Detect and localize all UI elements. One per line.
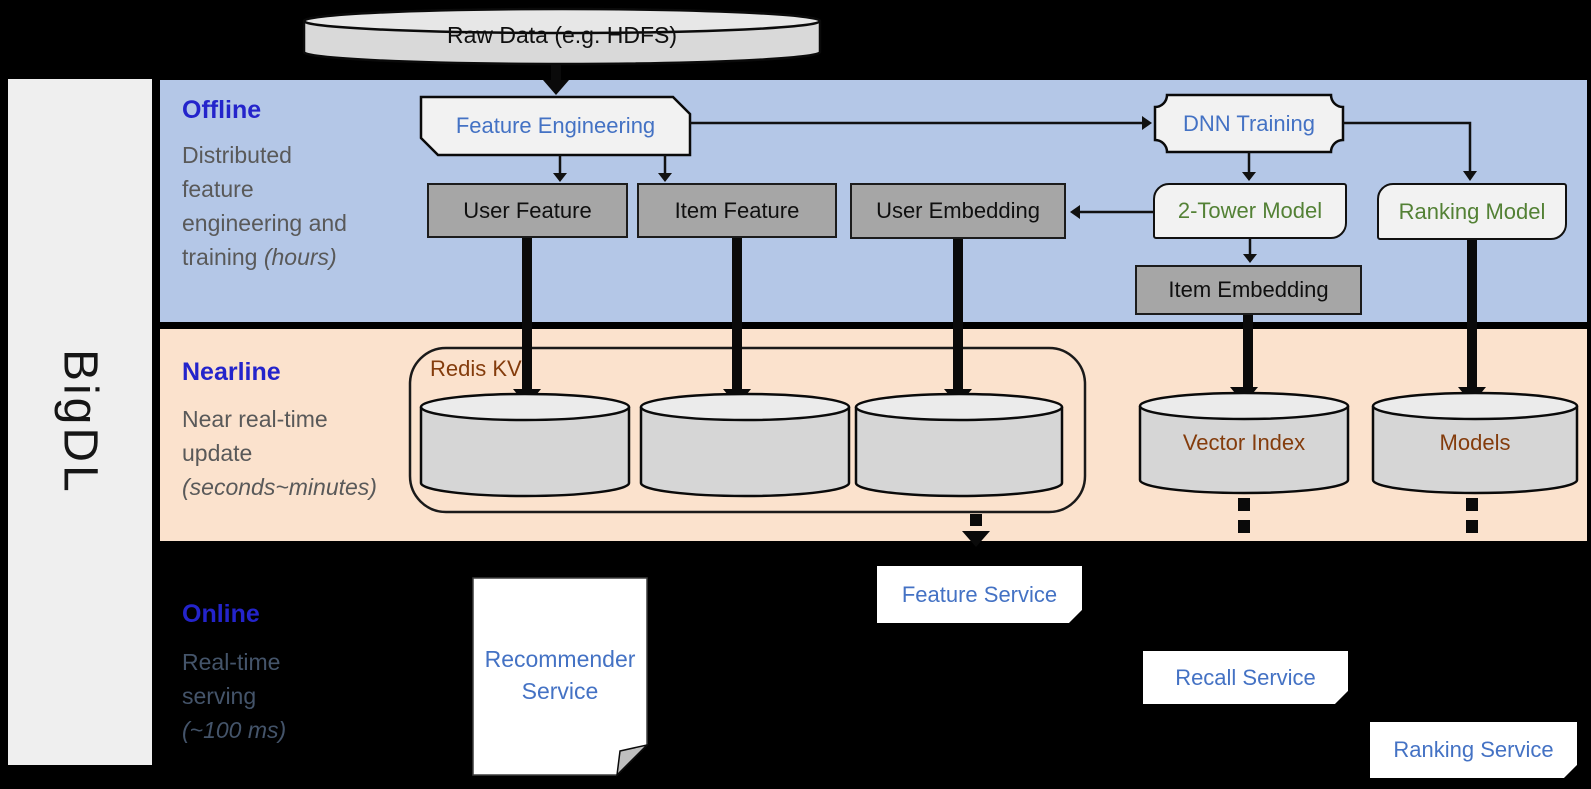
ranking-service-label: Ranking Service (1393, 737, 1554, 762)
item-feature-label: Item Feature (674, 197, 800, 223)
feature-engineering-label: Feature Engineering (455, 113, 656, 138)
models-label: Models (1439, 430, 1511, 455)
two-tower-model-node: 2-Tower Model (1153, 183, 1347, 239)
raw-data-cylinder (302, 7, 822, 66)
redis-kv-label: Redis KV (430, 356, 522, 381)
redis-cylinder-1 (419, 392, 631, 498)
ranking-service-node: Ranking Service (1370, 722, 1577, 778)
user-embedding-node: User Embedding (850, 183, 1066, 239)
thin-arrows (553, 116, 1477, 263)
online-section-desc: Real-time serving (~100 ms) (182, 649, 287, 743)
item-feature-node: Item Feature (637, 183, 837, 238)
recall-service-node: Recall Service (1143, 651, 1348, 704)
item-embedding-node: Item Embedding (1135, 265, 1362, 315)
vector-index-label: Vector Index (1182, 430, 1306, 455)
offline-section-title: Offline (182, 96, 262, 124)
redis-cylinder-2 (639, 392, 851, 498)
two-tower-model-label: 2-Tower Model (1177, 198, 1323, 223)
user-feature-label: User Feature (463, 197, 592, 223)
dnn-training-shape (1153, 93, 1345, 154)
redis-kv-container (408, 346, 1087, 514)
offline-section-desc: Distributed feature engineering and trai… (182, 142, 347, 270)
nearline-section-desc: Near real-time update (seconds~minutes) (182, 406, 377, 500)
user-embedding-label: User Embedding (876, 198, 1040, 223)
recall-service-label: Recall Service (1175, 664, 1316, 690)
recommender-service-document (472, 577, 650, 778)
nearline-section-title: Nearline (182, 358, 281, 386)
dashed-connectors (962, 498, 1478, 547)
online-section-title: Online (182, 600, 260, 628)
feature-engineering-shape (419, 95, 692, 157)
item-embedding-label: Item Embedding (1168, 277, 1329, 302)
thick-arrows (513, 238, 1486, 406)
arrow-rawdata-to-fe (543, 64, 569, 95)
feature-service-node: Feature Service (877, 566, 1082, 623)
user-feature-node: User Feature (427, 183, 628, 238)
raw-data-label: Raw Data (e.g. HDFS) (446, 21, 678, 48)
bigdl-label: BigDL (53, 349, 107, 495)
vector-index-cylinder (1138, 391, 1350, 495)
dnn-training-label: DNN Training (1182, 110, 1316, 136)
feature-service-label: Feature Service (901, 581, 1058, 607)
ranking-model-node: Ranking Model (1377, 183, 1567, 240)
bigdl-sidebar: BigDL (8, 79, 152, 765)
redis-cylinder-3 (854, 392, 1064, 498)
ranking-model-label: Ranking Model (1398, 198, 1546, 224)
models-cylinder (1371, 391, 1579, 495)
recommender-service-label: Recommender Service (484, 646, 636, 704)
